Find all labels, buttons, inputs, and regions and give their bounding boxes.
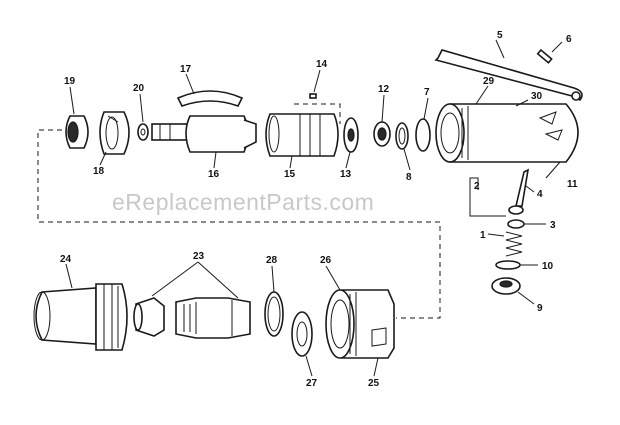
label-24: 24	[60, 254, 72, 265]
part-28-o-ring	[264, 265, 284, 337]
label-28: 28	[266, 255, 278, 266]
part-1-spring	[487, 231, 523, 257]
label-6: 6	[566, 34, 572, 45]
part-17-vane	[176, 73, 244, 107]
label-15: 15	[284, 169, 296, 180]
part-14-path-line	[294, 103, 341, 124]
label-30: 30	[531, 91, 543, 102]
label-17: 17	[180, 64, 192, 75]
label-8: 8	[406, 172, 412, 183]
part-20-washer	[137, 93, 149, 141]
label-10: 10	[542, 261, 554, 272]
label-9: 9	[537, 303, 543, 314]
label-23: 23	[193, 251, 205, 262]
label-2: 2	[474, 181, 480, 192]
label-4: 4	[537, 189, 543, 200]
label-3: 3	[550, 220, 556, 231]
label-25: 25	[368, 378, 380, 389]
label-18: 18	[93, 166, 105, 177]
part-2-bracket-line	[469, 177, 506, 217]
label-12: 12	[378, 84, 390, 95]
part-24-front-housing	[33, 263, 128, 351]
part-13-end-plate	[343, 117, 359, 169]
part-8-snap-ring	[395, 122, 411, 171]
part-9-valve-cap	[491, 277, 535, 305]
assembly-path-line	[37, 129, 441, 319]
label-5: 5	[497, 30, 503, 41]
part-15-cylinder	[265, 113, 339, 169]
label-26: 26	[320, 255, 332, 266]
part-4-valve-stem	[508, 168, 535, 215]
part-19-bushing	[65, 86, 89, 149]
label-27: 27	[306, 378, 318, 389]
label-16: 16	[208, 169, 220, 180]
part-25-end-cap	[325, 265, 395, 377]
part-18-sleeve	[99, 111, 130, 166]
part-16-rotor	[151, 115, 257, 169]
part-6-lever-pin	[536, 41, 563, 64]
part-5-throttle-lever	[434, 39, 583, 102]
label-14: 14	[316, 59, 328, 70]
part-3-o-ring	[507, 219, 546, 229]
part-10-o-ring	[495, 260, 538, 270]
part-11-housing	[435, 85, 579, 179]
label-11: 11	[567, 179, 578, 190]
part-23-coupling	[133, 261, 251, 339]
label-20: 20	[133, 83, 145, 94]
part-14-pin	[309, 69, 321, 99]
watermark: eReplacementParts.com	[112, 189, 374, 215]
label-29: 29	[483, 76, 495, 87]
label-13: 13	[340, 169, 352, 180]
label-1: 1	[480, 230, 486, 241]
part-27-washer	[291, 311, 313, 377]
part-12-bearing	[373, 94, 391, 147]
label-19: 19	[64, 76, 76, 87]
label-7: 7	[424, 87, 430, 98]
part-7-gasket	[415, 97, 431, 152]
